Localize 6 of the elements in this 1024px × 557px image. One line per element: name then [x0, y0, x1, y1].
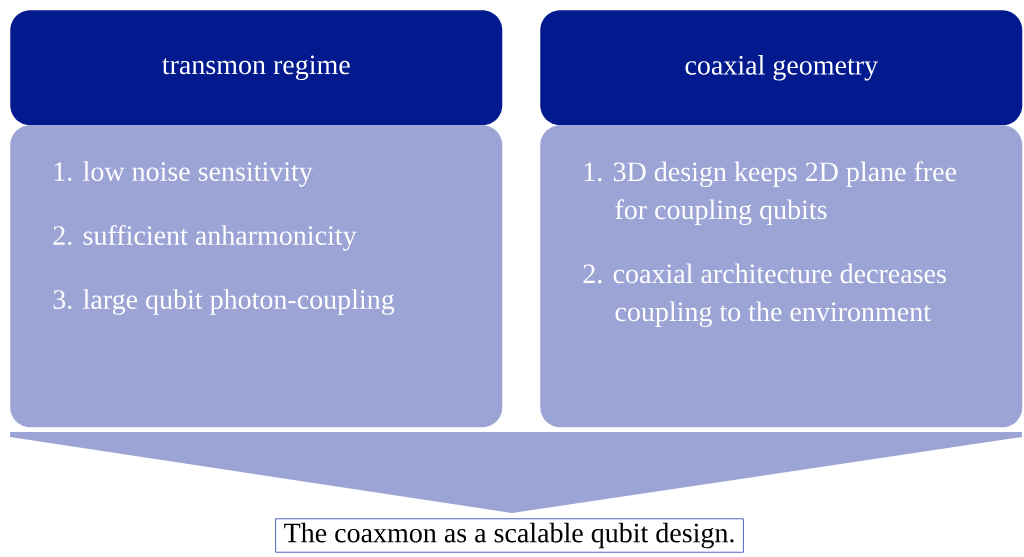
caption-box: The coaxmon as a scalable qubit design.: [275, 518, 744, 553]
list-box: 1. low noise sensitivity 2. sufficient anharmonicity 3. large qubit photon-coupling: [10, 125, 503, 428]
header-box: coaxial geometry: [540, 10, 1023, 126]
header-box: transmon regime: [10, 10, 503, 126]
list-box: 1. 3D design keeps 2D plane free for coupling qubits 2. coaxial architecture decreases coupling to the environment: [540, 125, 1023, 428]
funnel-shape: [10, 432, 1022, 513]
